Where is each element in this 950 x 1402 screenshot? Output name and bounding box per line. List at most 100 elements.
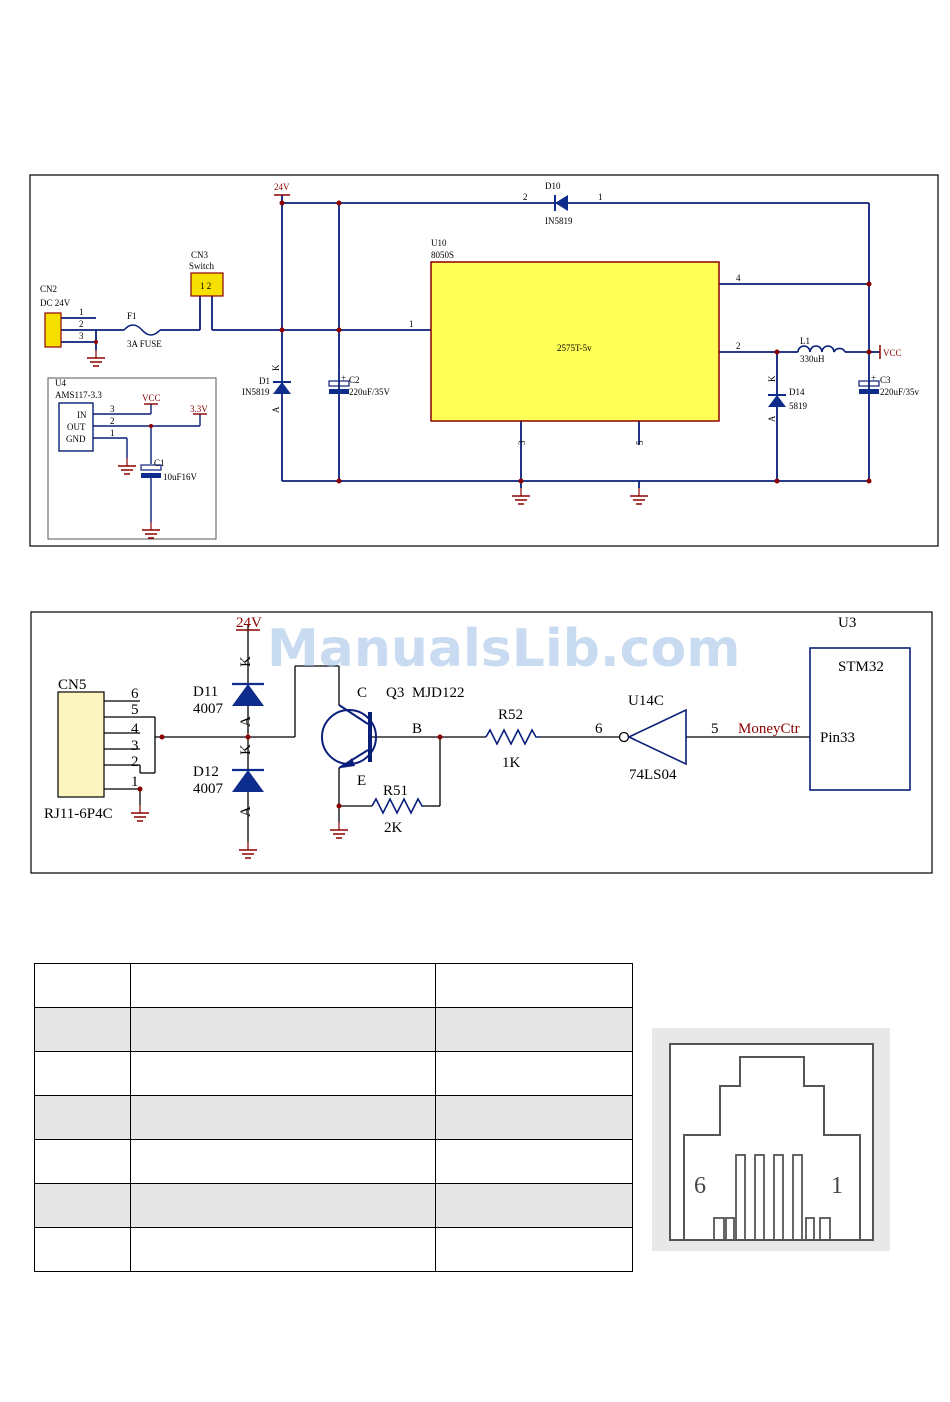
r52-resistor [485, 728, 540, 746]
table-row [34, 1139, 633, 1184]
u10-pin-5: 5 [635, 440, 645, 445]
u4-ldo-ic [58, 402, 94, 452]
d14-diode [768, 394, 786, 407]
vcc-output-label: VCC [883, 348, 902, 358]
cn5-pin-6: 6 [131, 686, 139, 702]
cn2-pin-1: 1 [79, 307, 84, 317]
cn5-pin-3: 3 [131, 738, 139, 754]
d1-diode [273, 381, 291, 394]
table-row [34, 1183, 633, 1228]
d1-k: K [271, 364, 281, 371]
moneyctr-net-label: MoneyCtr [738, 721, 800, 737]
d12-ground-icon [238, 841, 258, 859]
rj11-right-label: 1 [831, 1173, 843, 1199]
d11-ref: D11 [193, 684, 218, 700]
q3-value: MJD122 [412, 685, 465, 701]
power-circuit-frame [29, 174, 939, 547]
d14-ref: D14 [789, 387, 805, 397]
c2-value: 220uF/35V [349, 387, 391, 397]
c3-value: 220uF/35v [880, 387, 920, 397]
u4-wires [93, 404, 201, 522]
l1-ref: L1 [800, 336, 810, 346]
power-24v-label: 24V [274, 182, 290, 192]
u3-stm32-block [809, 647, 911, 791]
signal-circuit-diagram: CN5 RJ11-6P4C 6 5 4 3 2 1 [30, 611, 933, 874]
cn2-value: DC 24V [40, 298, 71, 308]
signal-circuit-frame [30, 611, 933, 874]
cn5-pin-1: 1 [131, 774, 139, 790]
u14-pin-6: 6 [595, 721, 603, 737]
u14-ref: U14C [628, 693, 664, 709]
d14-a: A [767, 415, 777, 422]
cn5-part: RJ11-6P4C [44, 806, 113, 822]
u4-ground-icon [117, 457, 137, 475]
u10-ground-icon-2 [629, 487, 649, 505]
signal-wires [139, 625, 810, 842]
u4-vcc-label: VCC [142, 393, 161, 403]
r52-value: 1K [502, 755, 521, 771]
cn2-connector [44, 312, 62, 348]
table-row [34, 1227, 633, 1272]
u10-ground-icon-1 [511, 487, 531, 505]
power-circuit-diagram: CN2 DC 24V 1 2 3 F1 3A FUSE 1 2 CN3 Swit… [29, 174, 939, 547]
u4-part: AMS117-3.3 [55, 390, 102, 400]
r51-value: 2K [384, 820, 403, 836]
cn3-pins: 1 2 [200, 281, 211, 291]
d12-a: A [238, 806, 254, 817]
q3-e-label: E [357, 773, 366, 789]
u3-ref: U3 [838, 615, 856, 631]
u4-pin-3: 3 [110, 404, 115, 414]
fuse-symbol [123, 324, 161, 336]
l1-inductor [797, 345, 846, 353]
u4-pin-2: 2 [110, 416, 115, 426]
r51-resistor [371, 797, 424, 815]
d10-ref: D10 [545, 181, 561, 191]
u10-pin-1: 1 [409, 319, 414, 329]
fuse-value: 3A FUSE [127, 339, 162, 349]
power-junctions [94, 200, 872, 484]
u10-package: 8050S [431, 250, 454, 260]
c1-value: 10uF16V [163, 472, 198, 482]
d1-value: IN5819 [242, 387, 270, 397]
q3-ground-icon [329, 821, 349, 839]
cn3-value: Switch [189, 261, 215, 271]
c2-capacitor [328, 380, 350, 394]
c1-ground-icon [141, 521, 161, 539]
d10-pin-2: 2 [523, 192, 528, 202]
l1-value: 330uH [800, 354, 825, 364]
u4-3v3-label: 3.3V [190, 404, 208, 414]
d14-value: 5819 [789, 401, 808, 411]
cn3-switch [190, 272, 224, 297]
c1-capacitor [140, 464, 162, 478]
u4-in-label: IN [77, 410, 87, 420]
u14-inverter [618, 708, 687, 766]
c3-capacitor [858, 380, 880, 394]
cn3-ref: CN3 [191, 250, 209, 260]
u14-part: 74LS04 [629, 767, 677, 783]
cn5-connector [57, 691, 105, 798]
watermark-text: ManualsLib.com [267, 619, 740, 679]
table-row [34, 1051, 633, 1096]
d10-diode [554, 195, 568, 211]
cn5-ground-icon [130, 804, 150, 822]
cn2-pin-3: 3 [79, 331, 84, 341]
rj11-jack-figure: 6 1 [652, 1028, 890, 1251]
d10-value: IN5819 [545, 216, 573, 226]
u4-ref: U4 [55, 378, 66, 388]
u3-pin33-label: Pin33 [820, 730, 855, 746]
d12-ref: D12 [193, 764, 219, 780]
c2-plus: + [341, 373, 346, 383]
d11-diode [232, 682, 264, 706]
cn5-pin-2: 2 [131, 754, 139, 770]
cn2-ground-icon [86, 349, 106, 367]
d14-k: K [767, 375, 777, 382]
u10-part: 2575T-5v [557, 343, 592, 353]
signal-24v-label: 24V [236, 615, 262, 631]
d11-a: A [238, 716, 254, 727]
u10-pin-3: 3 [517, 440, 527, 445]
d11-value: 4007 [193, 701, 224, 717]
u4-pin-1: 1 [110, 428, 115, 438]
q3-b-label: B [412, 721, 422, 737]
c1-ref: C1 [154, 458, 165, 468]
u10-pin-2: 2 [736, 341, 741, 351]
